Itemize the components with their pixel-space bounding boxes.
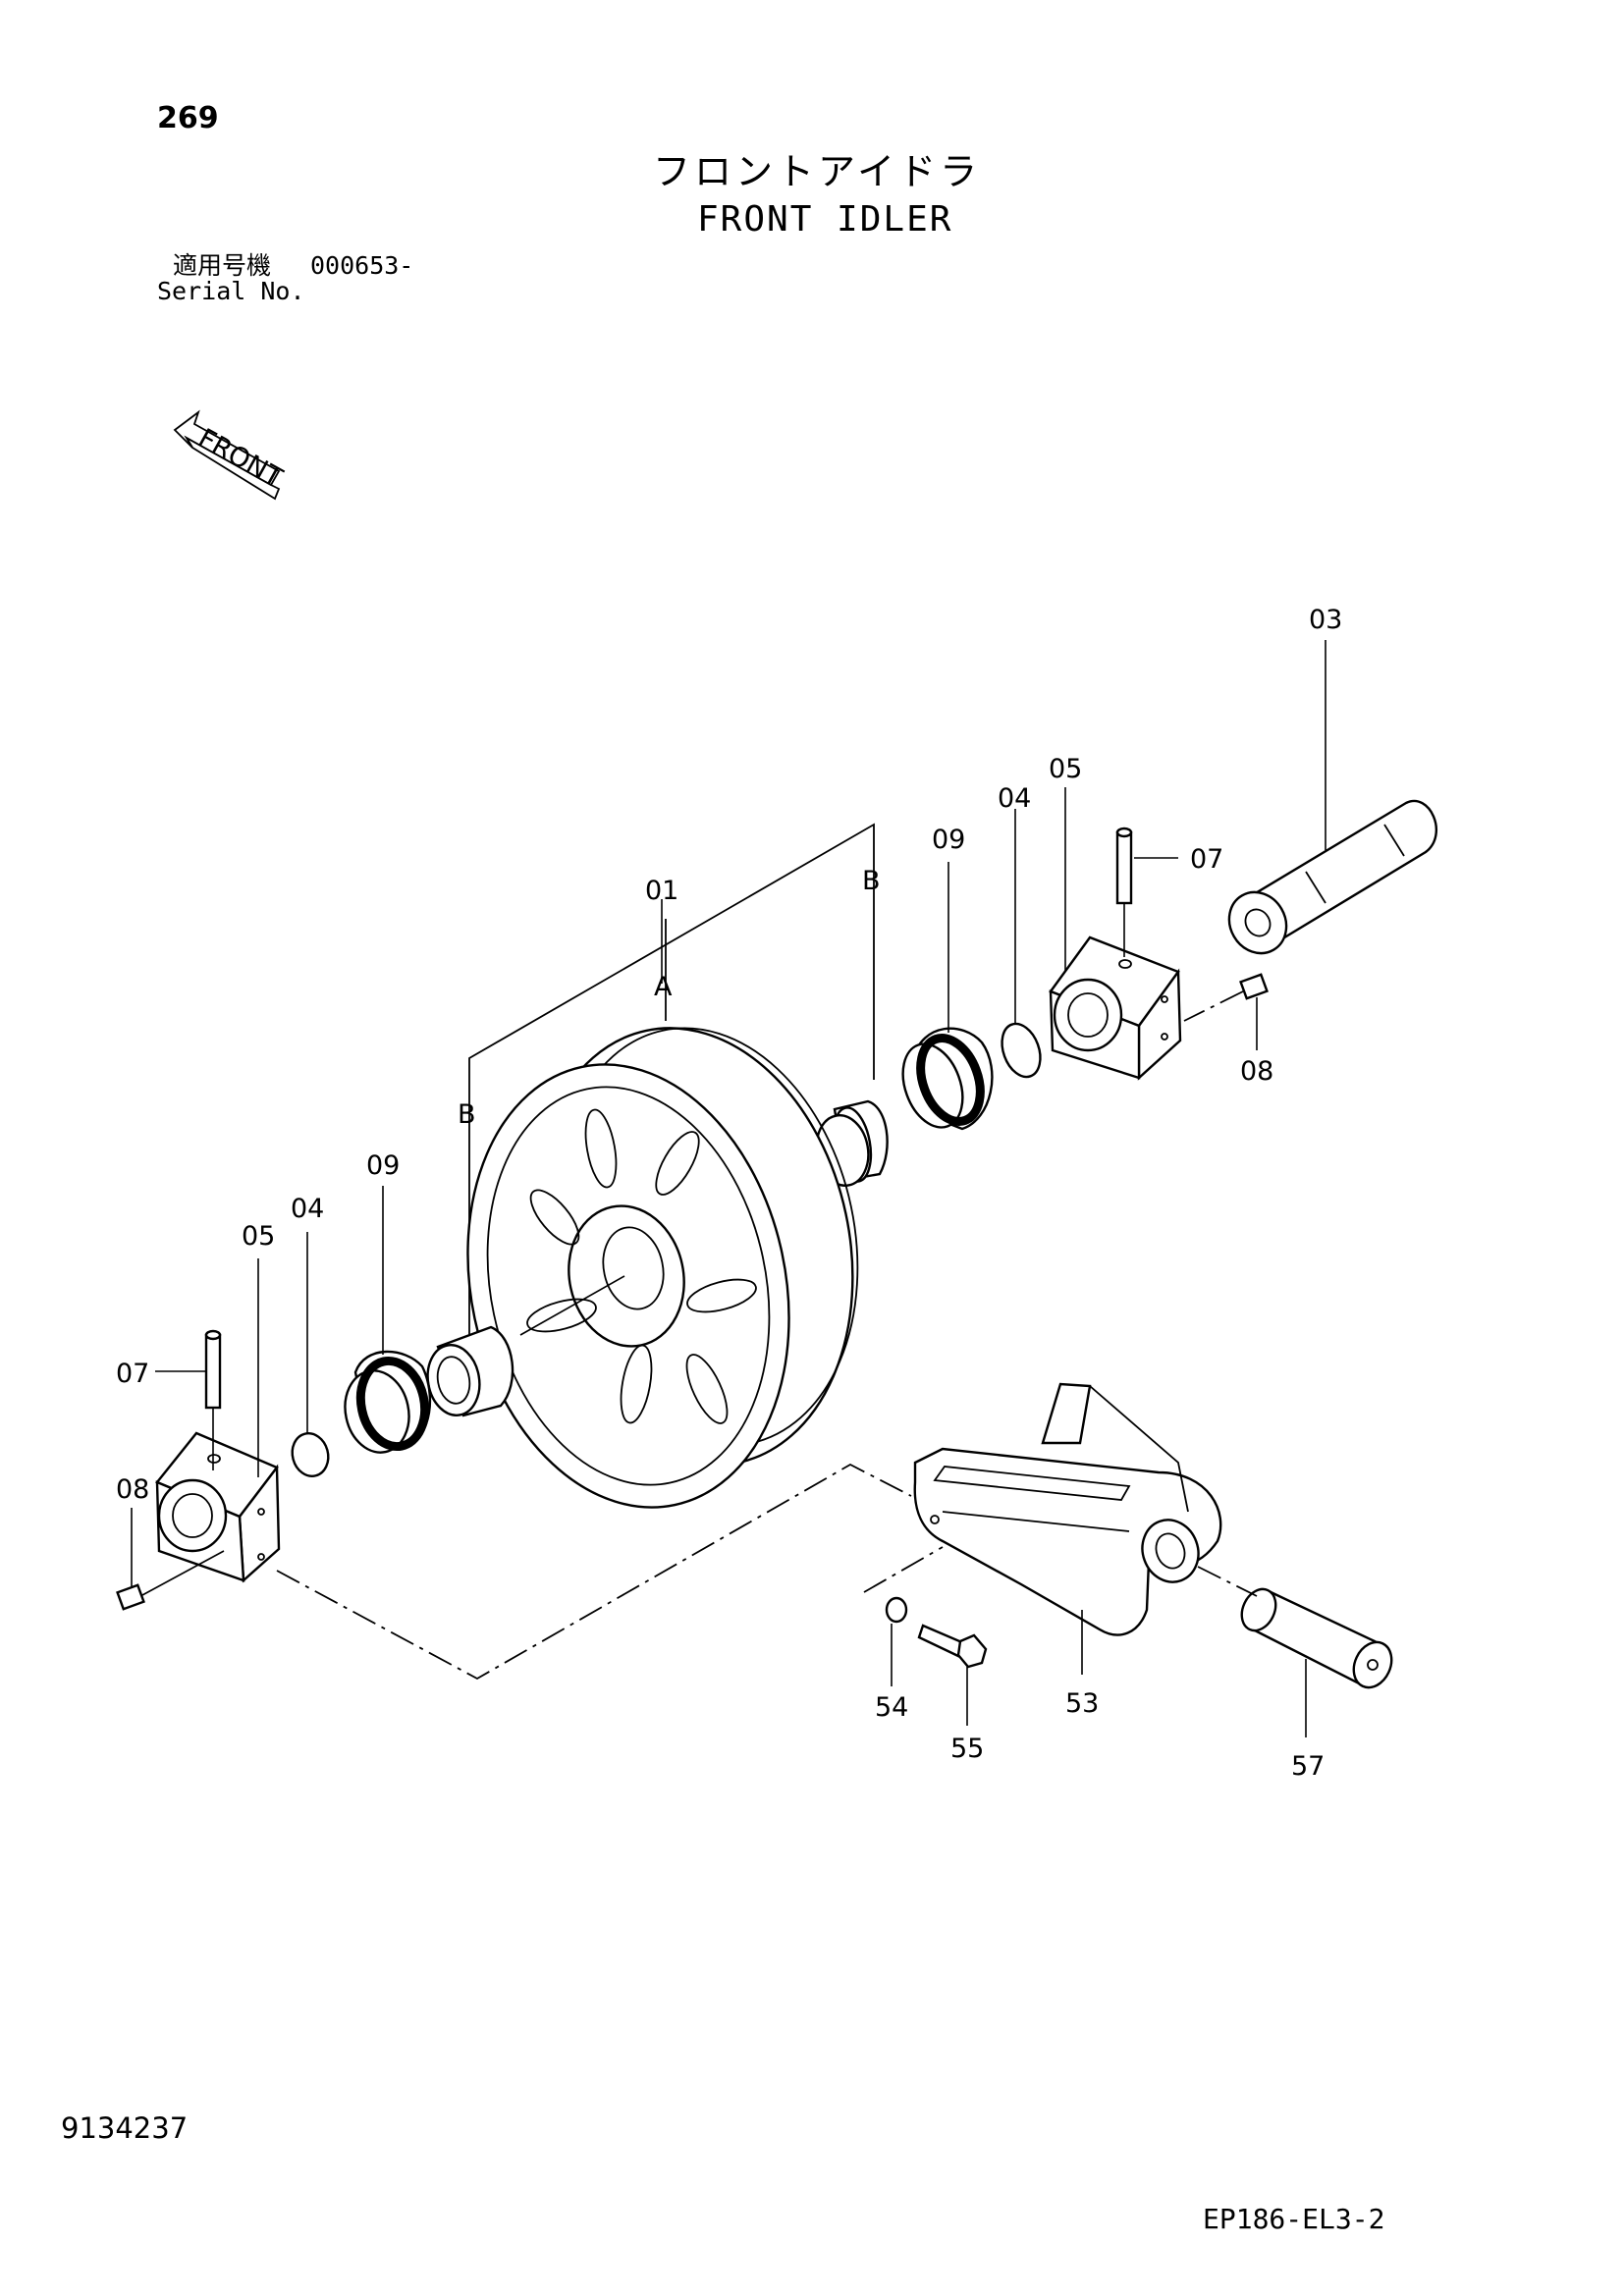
callout-05-left: 05 (242, 1221, 275, 1252)
title-english: FRONT IDLER (697, 199, 953, 240)
part-09-right-seal (901, 862, 994, 1131)
front-arrow-label: FRONT (193, 423, 288, 494)
bracket-lines (468, 823, 875, 1335)
callout-03: 03 (1309, 605, 1342, 635)
callout-07-left: 07 (116, 1359, 149, 1389)
part-07-left-roll-pin (155, 1329, 222, 1470)
callout-08-left: 08 (116, 1474, 149, 1505)
part-04-left-o-ring (291, 1232, 330, 1477)
serial-number-value: 000653- (310, 251, 414, 280)
part-57-pin (1197, 1566, 1393, 1737)
part-08-left-plug (116, 1508, 225, 1611)
callout-57: 57 (1291, 1751, 1325, 1782)
callout-B-right: B (862, 866, 881, 896)
callout-09-left: 09 (366, 1150, 400, 1181)
serial-label-english: Serial No. (157, 277, 305, 305)
part-53-yoke (913, 1382, 1222, 1675)
title-japanese: フロントアイドラ (653, 150, 982, 193)
drawing-number: 9134237 (61, 2111, 189, 2145)
callout-A: A (654, 972, 673, 1002)
callout-07-right: 07 (1190, 844, 1223, 875)
part-55-bolt (917, 1624, 988, 1726)
callout-01: 01 (645, 876, 678, 906)
callout-05-right: 05 (1049, 754, 1082, 784)
part-04-right-o-ring (1001, 809, 1042, 1079)
callout-53: 53 (1065, 1688, 1099, 1719)
part-09-left-seal (344, 1186, 432, 1454)
callout-54: 54 (875, 1692, 908, 1723)
callout-04-left: 04 (291, 1194, 324, 1224)
part-54-washer (885, 1596, 908, 1686)
part-01-idler-wheel (466, 899, 859, 1509)
part-03-pin (1227, 640, 1437, 955)
part-07-right-roll-pin (1115, 827, 1178, 957)
page-number: 269 (157, 101, 219, 135)
part-08-right-plug (1183, 973, 1269, 1050)
callout-09-right: 09 (932, 825, 965, 855)
callout-B-left: B (458, 1099, 476, 1130)
part-05-right-bracket (1049, 787, 1182, 1081)
callout-04-right: 04 (998, 783, 1031, 814)
bushing-B-left (426, 1325, 514, 1417)
serial-label-japanese: 適用号機 (173, 251, 272, 280)
assembly-lines (276, 1463, 944, 1681)
front-direction-arrow: FRONT (173, 409, 288, 501)
callout-labels: 03 05 04 09 07 08 B 01 A B 09 04 05 07 0… (116, 605, 1342, 1782)
figure-code: EP186-EL3-2 (1203, 2203, 1385, 2235)
callout-55: 55 (950, 1734, 984, 1764)
part-05-left-bracket (155, 1258, 281, 1583)
callout-08-right: 08 (1240, 1056, 1273, 1087)
